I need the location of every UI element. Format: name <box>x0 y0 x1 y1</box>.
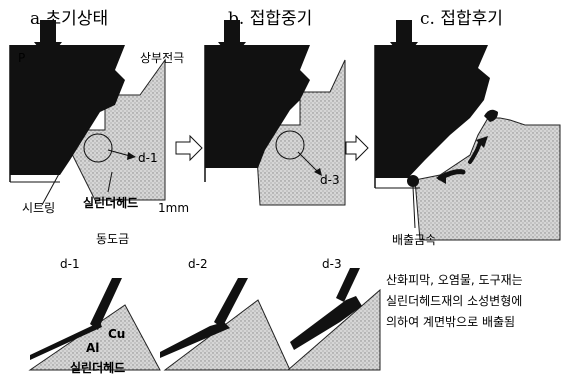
detail-circle-a <box>83 133 113 163</box>
label-cylinder-head-small: 실린더헤드 <box>70 360 125 375</box>
arrow-a-to-b <box>175 134 203 162</box>
upper-electrode-a <box>10 45 125 175</box>
copper-layer-d3 <box>290 296 362 350</box>
arrow-b-to-c <box>345 134 369 162</box>
detail-d2: d-2 <box>160 257 291 371</box>
label-scale: 1mm <box>158 201 189 215</box>
label-d2: d-2 <box>188 257 208 271</box>
copper-layer-d1 <box>30 322 102 360</box>
label-d1-a: d-1 <box>138 151 158 165</box>
label-copper-plating: 동도금 <box>96 232 129 246</box>
sheet-ring-d2 <box>214 278 248 328</box>
cylinder-head-a <box>59 58 166 201</box>
cylinder-head-d3 <box>286 288 381 371</box>
label-d3-b: d-3 <box>320 173 340 187</box>
discharged-metal-blob-left <box>407 175 419 187</box>
label-d1: d-1 <box>60 257 80 271</box>
stage-title-c: c. 접합후기 <box>420 9 503 29</box>
label-al: Al <box>86 341 99 355</box>
sheet-ring-d1 <box>90 278 122 330</box>
panel-late-bonding: 배출금속 <box>374 20 561 247</box>
stage-title-b: b. 접합중기 <box>228 9 312 29</box>
pressure-arrow-b <box>218 20 246 60</box>
note-line-3: 의하여 계면밖으로 배출됨 <box>386 315 515 329</box>
discharged-metal-blob-right <box>484 109 498 122</box>
panel-mid-bonding: d-3 <box>204 20 346 206</box>
pressure-arrow-a <box>34 20 62 60</box>
upper-electrode-c <box>375 45 490 178</box>
copper-layer-d2 <box>160 322 230 358</box>
note-line-1: 산화피막, 오염물, 도구재는 <box>386 273 523 287</box>
label-cu: Cu <box>108 327 125 341</box>
cylinder-head-b <box>254 59 346 206</box>
label-d3: d-3 <box>322 257 342 271</box>
detail-d3: d-3 <box>286 257 381 371</box>
pressure-arrow-c <box>390 20 418 60</box>
upper-electrode-b <box>205 45 310 168</box>
detail-circle-b <box>275 130 305 160</box>
label-p: P <box>18 51 25 65</box>
sheet-ring-d3 <box>336 268 360 302</box>
detail-d1: d-1 Cu Al 실린더헤드 <box>28 257 161 375</box>
label-upper-electrode: 상부전극 <box>140 51 184 65</box>
cylinder-head-c <box>414 117 561 241</box>
note-line-2: 실린더헤드재의 소성변형에 <box>386 294 522 308</box>
panel-initial-state: P 상부전극 d-1 시트링 실린더헤드 1mm <box>9 20 189 215</box>
label-sheet-ring: 시트링 <box>22 201 55 215</box>
label-cylinder-head: 실린더헤드 <box>83 195 138 210</box>
label-discharged-metal: 배출금속 <box>392 233 436 247</box>
